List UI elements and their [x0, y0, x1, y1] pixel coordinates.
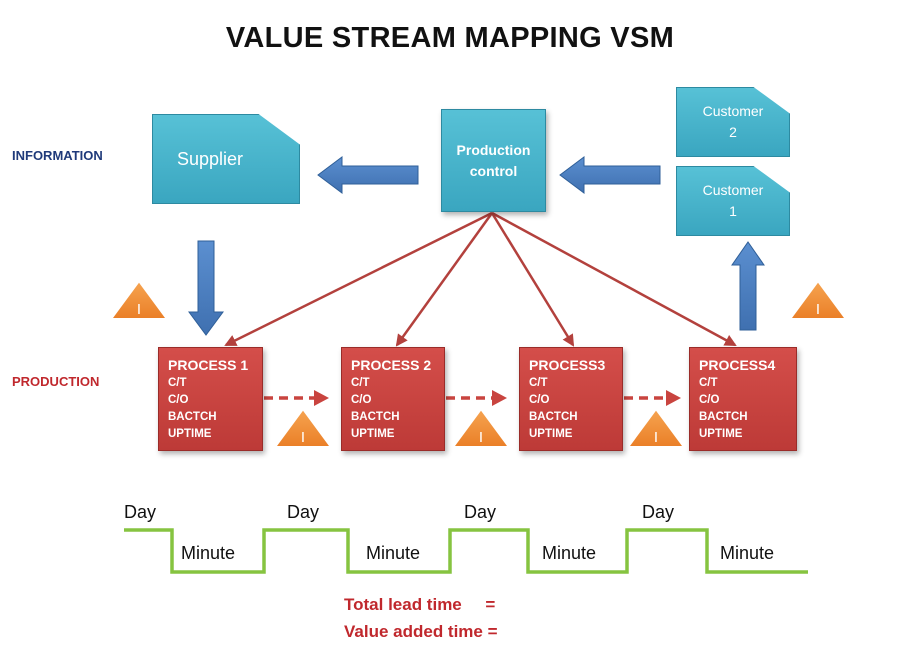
- process-field-uptime: UPTIME: [168, 428, 212, 440]
- inventory-triangle-icon: I: [788, 279, 848, 320]
- timeline-day-label: Day: [287, 502, 320, 522]
- process-field-batch: BACTCH: [168, 411, 217, 423]
- inventory-triangle-icon: I: [109, 279, 169, 320]
- info-arrow-to-supplier: [317, 156, 419, 194]
- control-line-process-3: [490, 212, 575, 347]
- info-arrow-to-production-control: [559, 156, 661, 194]
- production-control-line-2: control: [469, 162, 518, 179]
- supplier-label: Supplier: [177, 148, 244, 169]
- timeline-day-label: Day: [642, 502, 675, 522]
- supply-arrow-down: [188, 240, 224, 336]
- process-name: PROCESS 1: [168, 357, 249, 373]
- inventory-triangle-icon: I: [273, 407, 333, 448]
- svg-text:I: I: [137, 301, 141, 318]
- timeline-minute-label: Minute: [720, 543, 775, 563]
- process-field-batch: BACTCH: [699, 411, 748, 423]
- production-row-label: PRODUCTION: [12, 374, 100, 389]
- timeline-minute-label: Minute: [542, 543, 597, 563]
- process-field-uptime: UPTIME: [699, 428, 743, 440]
- customer-label: Customer: [702, 182, 764, 198]
- process-field-co: C/O: [529, 394, 550, 406]
- process-name: PROCESS 2: [351, 357, 432, 373]
- process-field-co: C/O: [351, 394, 372, 406]
- process-name: PROCESS3: [529, 357, 606, 373]
- production-control-line-1: Production: [456, 141, 531, 158]
- process-4-box: PROCESS4 C/T C/O BACTCH UPTIME: [689, 347, 797, 451]
- process-field-batch: BACTCH: [351, 411, 400, 423]
- customer-number: 2: [729, 124, 737, 140]
- svg-text:I: I: [654, 429, 658, 446]
- svg-text:I: I: [816, 301, 820, 318]
- value-added-time-label: Value added time =: [344, 622, 498, 641]
- process-field-co: C/O: [168, 394, 189, 406]
- process-2-box: PROCESS 2 C/T C/O BACTCH UPTIME: [341, 347, 445, 451]
- control-line-process-1: [224, 211, 493, 347]
- lead-time-ladder: [124, 528, 808, 574]
- svg-text:I: I: [479, 429, 483, 446]
- process-field-uptime: UPTIME: [529, 428, 573, 440]
- page-title: VALUE STREAM MAPPING VSM: [225, 22, 675, 54]
- customer-number: 1: [729, 203, 737, 219]
- inventory-triangle-icon: I: [451, 407, 511, 448]
- timeline-day-label: Day: [464, 502, 497, 522]
- process-field-ct: C/T: [529, 377, 548, 389]
- inventory-triangle-icon: I: [626, 407, 686, 448]
- process-field-ct: C/T: [699, 377, 718, 389]
- push-arrow-2-3: [446, 390, 507, 406]
- process-3-box: PROCESS3 C/T C/O BACTCH UPTIME: [519, 347, 623, 451]
- production-control-box: Production control: [441, 109, 546, 212]
- process-1-box: PROCESS 1 C/T C/O BACTCH UPTIME: [158, 347, 263, 451]
- push-arrow-3-4: [624, 390, 681, 406]
- control-line-process-4: [491, 211, 737, 347]
- total-lead-time-label: Total lead time =: [344, 595, 496, 614]
- push-arrow-1-2: [264, 390, 329, 406]
- process-field-uptime: UPTIME: [351, 428, 395, 440]
- process-field-ct: C/T: [168, 377, 187, 389]
- timeline-minute-label: Minute: [181, 543, 236, 563]
- control-line-process-2: [395, 212, 494, 347]
- timeline-minute-label: Minute: [366, 543, 421, 563]
- customer-label: Customer: [702, 103, 764, 119]
- process-name: PROCESS4: [699, 357, 776, 373]
- process-field-batch: BACTCH: [529, 411, 578, 423]
- process-field-co: C/O: [699, 394, 720, 406]
- information-row-label: INFORMATION: [12, 148, 103, 163]
- svg-text:I: I: [301, 429, 305, 446]
- shipping-arrow-up: [731, 241, 765, 331]
- supplier-box: Supplier: [152, 114, 300, 204]
- timeline-day-label: Day: [124, 502, 157, 522]
- process-field-ct: C/T: [351, 377, 370, 389]
